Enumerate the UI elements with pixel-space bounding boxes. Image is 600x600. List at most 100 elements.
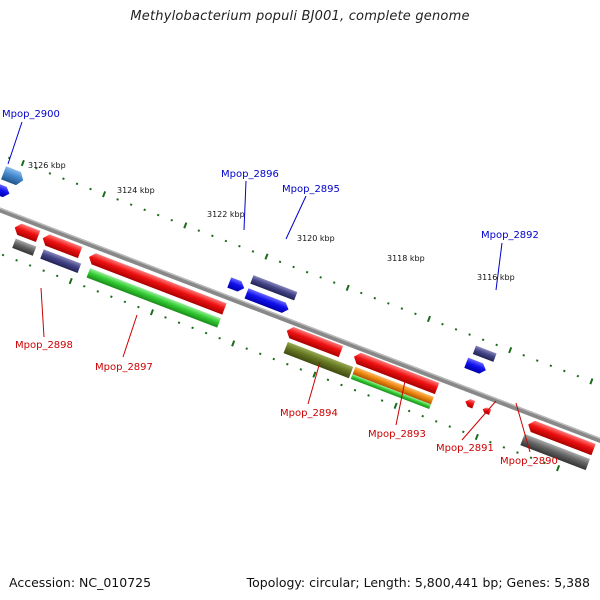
gene-label-mpop-2895[interactable]: Mpop_2895 bbox=[282, 184, 340, 195]
scale-minor-tick bbox=[278, 260, 282, 264]
scale-minor-tick bbox=[454, 328, 458, 331]
scale-major-tick bbox=[68, 277, 73, 285]
gene-arrow-mpop-2892[interactable] bbox=[472, 345, 497, 362]
scale-minor-tick bbox=[272, 357, 276, 361]
scale-minor-tick bbox=[211, 234, 214, 238]
gene-label-mpop-2890[interactable]: Mpop_2890 bbox=[500, 456, 558, 467]
gene-arrow-mpop-2900[interactable] bbox=[1, 166, 26, 187]
scale-minor-tick bbox=[1, 253, 5, 257]
scale-minor-tick bbox=[218, 336, 221, 340]
scale-minor-tick bbox=[380, 399, 384, 402]
scale-minor-tick bbox=[123, 300, 127, 304]
scale-label: 3122 kbp bbox=[207, 210, 245, 219]
scale-minor-tick bbox=[96, 290, 100, 293]
gene-arrow-mpop-2895[interactable] bbox=[250, 275, 298, 301]
scale-major-tick bbox=[393, 402, 398, 409]
scale-minor-tick bbox=[286, 362, 289, 366]
gene-label-mpop-2897[interactable]: Mpop_2897 bbox=[95, 362, 153, 373]
scale-minor-tick bbox=[468, 333, 471, 336]
gene-arrow-mpop-2893b[interactable] bbox=[350, 374, 431, 410]
genome-backbone bbox=[0, 178, 600, 471]
scale-minor-tick bbox=[116, 198, 119, 201]
scale-major-tick bbox=[264, 253, 269, 260]
scale-major-tick bbox=[183, 222, 188, 229]
scale-minor-tick bbox=[414, 312, 417, 316]
scale-minor-tick bbox=[48, 172, 52, 175]
scale-minor-tick bbox=[434, 420, 438, 423]
scale-minor-tick bbox=[245, 347, 249, 350]
gene-arrow-mpop-2898[interactable] bbox=[40, 249, 82, 273]
gene-label-mpop-2893[interactable]: Mpop_2893 bbox=[368, 429, 426, 440]
gene-label-mpop-2892[interactable]: Mpop_2892 bbox=[481, 230, 539, 241]
scale-minor-tick bbox=[305, 270, 309, 274]
gene-labels: Mpop_2900 Mpop_2896 Mpop_2895 Mpop_2892 … bbox=[2, 109, 558, 467]
genome-stats-text: Topology: circular; Length: 5,800,441 bp… bbox=[246, 575, 590, 590]
gene-arrow-mpop-2891[interactable] bbox=[464, 398, 476, 409]
scale-minor-tick bbox=[224, 239, 228, 243]
gene-arrow-mpop-2897[interactable] bbox=[86, 268, 221, 328]
scale-minor-tick bbox=[137, 305, 140, 309]
scale-label: 3116 kbp bbox=[477, 273, 515, 282]
scale-minor-tick bbox=[35, 166, 38, 170]
scale-minor-tick bbox=[563, 369, 566, 373]
scale-minor-tick bbox=[340, 383, 343, 387]
gene-arrow-mpop-2893a[interactable] bbox=[352, 351, 440, 395]
gene-arrow-mpop-2894a[interactable] bbox=[285, 325, 344, 358]
gene-arrow-blue-left[interactable] bbox=[0, 184, 11, 199]
scale-minor-tick bbox=[576, 374, 580, 378]
scale-minor-tick bbox=[407, 409, 411, 413]
scale-minor-tick bbox=[359, 291, 363, 295]
scale-minor-tick bbox=[292, 265, 295, 269]
scale-minor-tick bbox=[502, 446, 506, 449]
scale-minor-tick bbox=[42, 269, 45, 272]
scale-minor-tick bbox=[89, 187, 92, 191]
scale-minor-tick bbox=[373, 296, 377, 300]
scale-minor-tick bbox=[353, 388, 357, 392]
forward-leader-lines bbox=[7, 121, 503, 291]
scale-minor-tick bbox=[400, 307, 404, 310]
scale-minor-tick bbox=[197, 229, 201, 232]
scale-minor-tick bbox=[110, 295, 113, 298]
scale-minor-tick bbox=[251, 250, 255, 253]
gene-label-mpop-2891[interactable]: Mpop_2891 bbox=[436, 443, 494, 454]
scale-minor-tick bbox=[495, 343, 498, 347]
gene-label-mpop-2894[interactable]: Mpop_2894 bbox=[280, 408, 338, 419]
gene-label-mpop-2900[interactable]: Mpop_2900 bbox=[2, 109, 60, 120]
scale-minor-tick bbox=[522, 354, 526, 357]
scale-minor-tick bbox=[129, 203, 133, 206]
gene-arrow-mpop-2898a[interactable] bbox=[41, 233, 83, 259]
scale-major-tick bbox=[20, 159, 25, 167]
scale-minor-tick bbox=[299, 368, 303, 371]
scale-major-tick bbox=[508, 346, 513, 354]
scale-label: 3118 kbp bbox=[387, 254, 425, 263]
scale-minor-tick bbox=[28, 264, 32, 267]
gene-arrow-blue-2892b[interactable] bbox=[464, 357, 488, 376]
scale-minor-tick bbox=[177, 321, 181, 324]
gene-arrow-mpop-2896[interactable] bbox=[227, 277, 246, 293]
scale-minor-tick bbox=[258, 352, 262, 356]
gene-arrow-mpop-2893[interactable] bbox=[352, 366, 434, 405]
gene-label-mpop-2898[interactable]: Mpop_2898 bbox=[15, 340, 73, 351]
scale-minor-tick bbox=[441, 322, 444, 326]
gene-arrow-mpop-2897a[interactable] bbox=[87, 251, 227, 315]
scale-major-tick bbox=[589, 378, 594, 385]
scale-minor-tick bbox=[367, 394, 370, 397]
gene-arrow-mpop-2890[interactable] bbox=[520, 433, 590, 471]
gene-arrow-mpop-2894[interactable] bbox=[283, 341, 354, 379]
scale-minor-tick bbox=[462, 430, 465, 434]
gene-arrow-red-a[interactable] bbox=[13, 222, 41, 242]
scale-minor-tick bbox=[529, 456, 533, 460]
scale-minor-tick bbox=[164, 316, 167, 319]
scale-minor-tick bbox=[516, 451, 519, 454]
gene-arrow-gray-a[interactable] bbox=[12, 238, 37, 256]
gene-label-mpop-2896[interactable]: Mpop_2896 bbox=[221, 169, 279, 180]
gene-arrow-blue-2895b[interactable] bbox=[244, 288, 291, 314]
scale-minor-tick bbox=[332, 281, 336, 284]
scale-labels: 3126 kbp 3124 kbp 3122 kbp 3120 kbp 3118… bbox=[28, 161, 515, 282]
reverse-genes bbox=[12, 222, 596, 471]
scale-minor-tick bbox=[75, 182, 79, 186]
scale-major-tick bbox=[426, 315, 431, 323]
map-title: Methylobacterium populi BJ001, complete … bbox=[130, 9, 470, 24]
gene-arrow-mpop-2890a[interactable] bbox=[526, 419, 596, 456]
